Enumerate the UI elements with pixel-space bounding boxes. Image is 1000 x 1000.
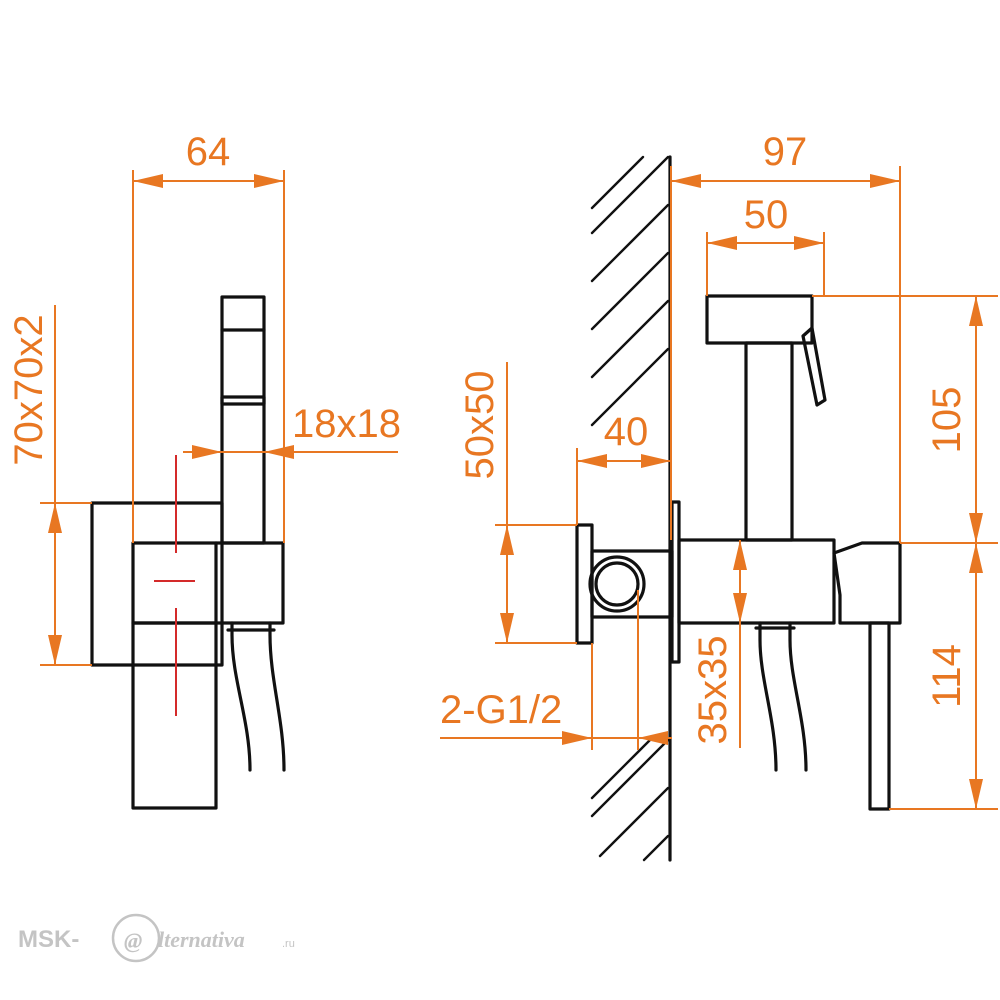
dim-label-105: 105 [925,387,969,454]
wall-hatching-upper [590,155,670,427]
dim-label-70x70x2: 70x70x2 [7,314,51,465]
flange-plate [90,501,224,667]
hose-front-right [788,621,808,772]
holder-pipe-front [744,341,794,542]
watermark-glyph: @ [124,928,142,953]
side-view-dimensions: 64 18x18 70x70x2 [7,130,401,666]
dim-label-64: 64 [186,130,231,174]
front-view [575,155,902,862]
watermark-logo-ring [111,913,161,963]
watermark-domain: .ru [282,938,295,950]
dim-label-18x18: 18x18 [292,402,401,446]
shower-trigger [801,326,827,407]
holder-post [220,295,266,545]
hose-front-left [758,621,778,772]
dim-label-35x35: 35x35 [691,636,735,745]
dim-label-114: 114 [925,644,969,708]
lever-handle [131,621,218,810]
hose-right-edge [268,621,286,772]
lever-body-front [832,541,902,625]
outlet-ring-inner [594,561,640,607]
watermark-prefix: MSK- [18,926,79,953]
shower-head [705,294,814,345]
dim-label-40: 40 [604,410,649,454]
dim-label-2-g1-2: 2-G1/2 [440,688,562,732]
lever-handle-front [868,621,891,811]
mixer-body [131,541,285,625]
post-clip [220,395,266,406]
watermark-suffix: lternativa [158,927,245,952]
side-view [90,295,286,810]
dim-label-50x50: 50x50 [458,371,502,480]
mixer-body-front [677,538,836,625]
dim-label-97: 97 [763,130,808,174]
dim-label-50: 50 [744,193,789,237]
hose-left-edge [230,621,252,772]
watermark: MSK- @ lternativa .ru [18,913,295,963]
wall-hatching-lower [590,738,670,862]
outlet-ring-outer [588,555,646,613]
front-view-dimensions: 97 50 105 114 40 50x50 [440,130,998,810]
